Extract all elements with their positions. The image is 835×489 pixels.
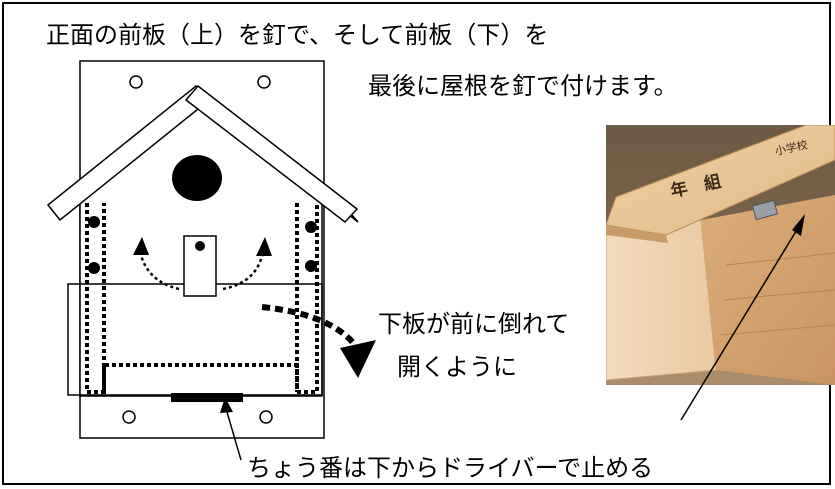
bottom-board-callout-line-1: 下板が前に倒れて [378,310,570,338]
mounting-hole-top-left [129,75,143,89]
mounting-hole-bottom-left [122,410,136,424]
arrow-head [340,340,376,378]
instruction-line-2: 最後に屋根を釘で付けます。 [368,72,678,100]
nail [88,216,100,228]
mounting-hole-bottom-right [259,410,273,424]
arrow-head [220,397,233,413]
hinge [171,393,243,402]
nail [88,262,100,274]
latch-pin [195,241,205,251]
roof-right [184,84,359,224]
mounting-hole-top-right [257,75,271,89]
bottom-board-callout-line-2: 開くように [397,353,517,381]
nail [305,221,317,233]
hinge-note: ちょう番は下からドライバーで止める [247,454,654,482]
hinge-pointer-line [226,411,242,461]
birdhouse-photo: 年 組 小学校 [606,125,835,385]
photo-label-school: 小学校 [774,137,809,158]
birdhouse-photo-drawing: 年 組 小学校 [606,125,835,385]
open-direction-arrow [261,304,358,347]
arrow-head [133,237,149,255]
bottom-board-dotted-outline [102,363,299,392]
side-seam-right [295,203,319,394]
entrance-hole [172,155,222,201]
nail [305,260,317,272]
side-seam-left [85,203,106,394]
arrow-head [256,237,272,256]
instruction-line-1: 正面の前板（上）を釘で、そして前板（下）を [46,21,549,49]
photo-hinge [751,199,779,221]
